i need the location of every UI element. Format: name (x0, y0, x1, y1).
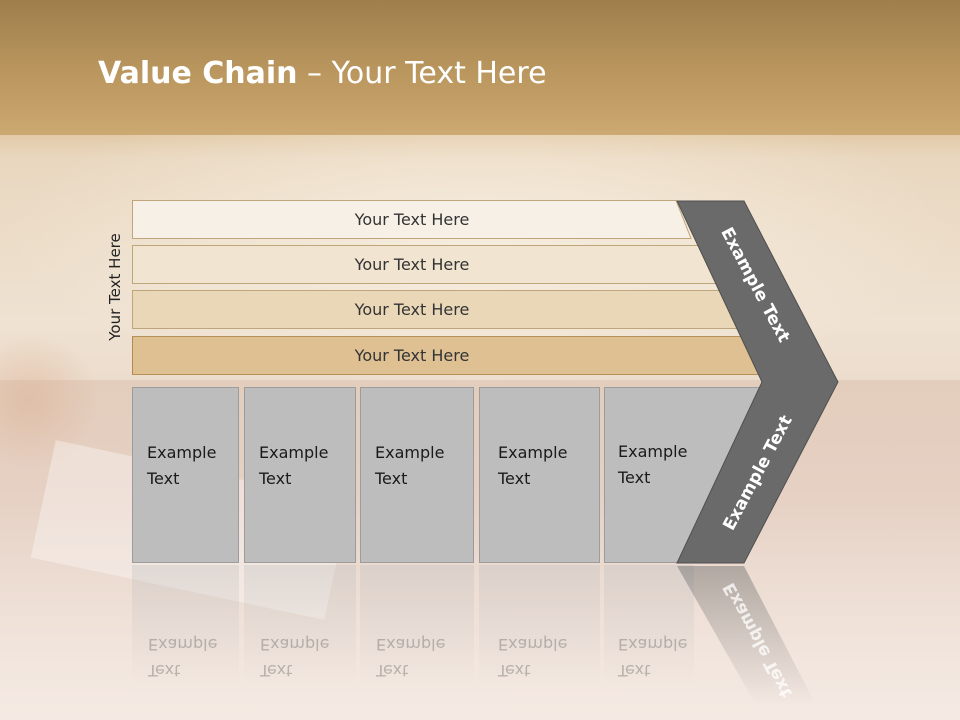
support-bar-4: Your Text Here (132, 336, 764, 375)
primary-column-5-line1: Example (618, 442, 688, 461)
reflection-text-5-line2: Text (618, 661, 651, 680)
diagram-reflection: Text Example Text Example Text Example T… (0, 565, 960, 720)
reflection-text-4-line2: Text (498, 661, 531, 680)
primary-column-2-line2: Text (259, 469, 292, 488)
support-bar-1: Your Text Here (132, 200, 692, 239)
primary-column-2: Example Text (244, 387, 356, 563)
reflection-text-1: Text Example (148, 631, 217, 683)
primary-column-1: Example Text (132, 387, 239, 563)
slide-title: Value Chain – Your Text Here (98, 56, 547, 91)
reflection-text-5-line1: Example (618, 635, 688, 654)
reflection-text-1-line2: Text (148, 661, 181, 680)
reflection-text-2-line1: Example (260, 635, 330, 654)
primary-column-1-line2: Text (147, 469, 180, 488)
reflection-column-3 (360, 565, 474, 685)
reflection-text-2: Text Example (260, 631, 329, 683)
support-bar-4-label: Your Text Here (354, 346, 470, 365)
side-label: Your Text Here (106, 233, 124, 341)
reflection-text-3-line2: Text (376, 661, 409, 680)
reflection-text-3: Text Example (376, 631, 445, 683)
primary-column-1-line1: Example (147, 443, 217, 462)
support-bar-3-label: Your Text Here (354, 300, 470, 319)
primary-column-3-line1: Example (375, 443, 445, 462)
reflection-text-2-line2: Text (260, 661, 293, 680)
support-bar-3: Your Text Here (132, 290, 740, 329)
primary-column-5: Example Text (618, 439, 687, 491)
reflection-column-4 (479, 565, 600, 685)
primary-column-3-line2: Text (375, 469, 408, 488)
primary-column-3: Example Text (360, 387, 474, 563)
support-bar-1-shape (132, 200, 692, 239)
support-bar-2-label: Your Text Here (354, 255, 470, 274)
primary-column-2-line1: Example (259, 443, 329, 462)
primary-column-4-line1: Example (498, 443, 568, 462)
reflection-column-1 (132, 565, 239, 685)
support-bar-2: Your Text Here (132, 245, 717, 284)
primary-column-5-line2: Text (618, 468, 651, 487)
reflection-text-4: Text Example (498, 631, 567, 683)
reflection-column-5 (604, 565, 694, 685)
title-band (0, 0, 960, 135)
reflection-text-4-line1: Example (498, 635, 568, 654)
primary-column-4: Example Text (479, 387, 600, 563)
reflection-text-5: Text Example (618, 631, 687, 683)
reflection-text-3-line1: Example (376, 635, 446, 654)
slide-title-rest: – Your Text Here (297, 56, 547, 91)
slide-title-bold: Value Chain (98, 56, 298, 91)
reflection-column-2 (244, 565, 356, 685)
primary-column-4-line2: Text (498, 469, 531, 488)
reflection-text-1-line1: Example (148, 635, 218, 654)
support-bar-1-label: Your Text Here (354, 210, 470, 229)
reflection-chevron (677, 566, 816, 705)
margin-chevron (676, 200, 839, 564)
